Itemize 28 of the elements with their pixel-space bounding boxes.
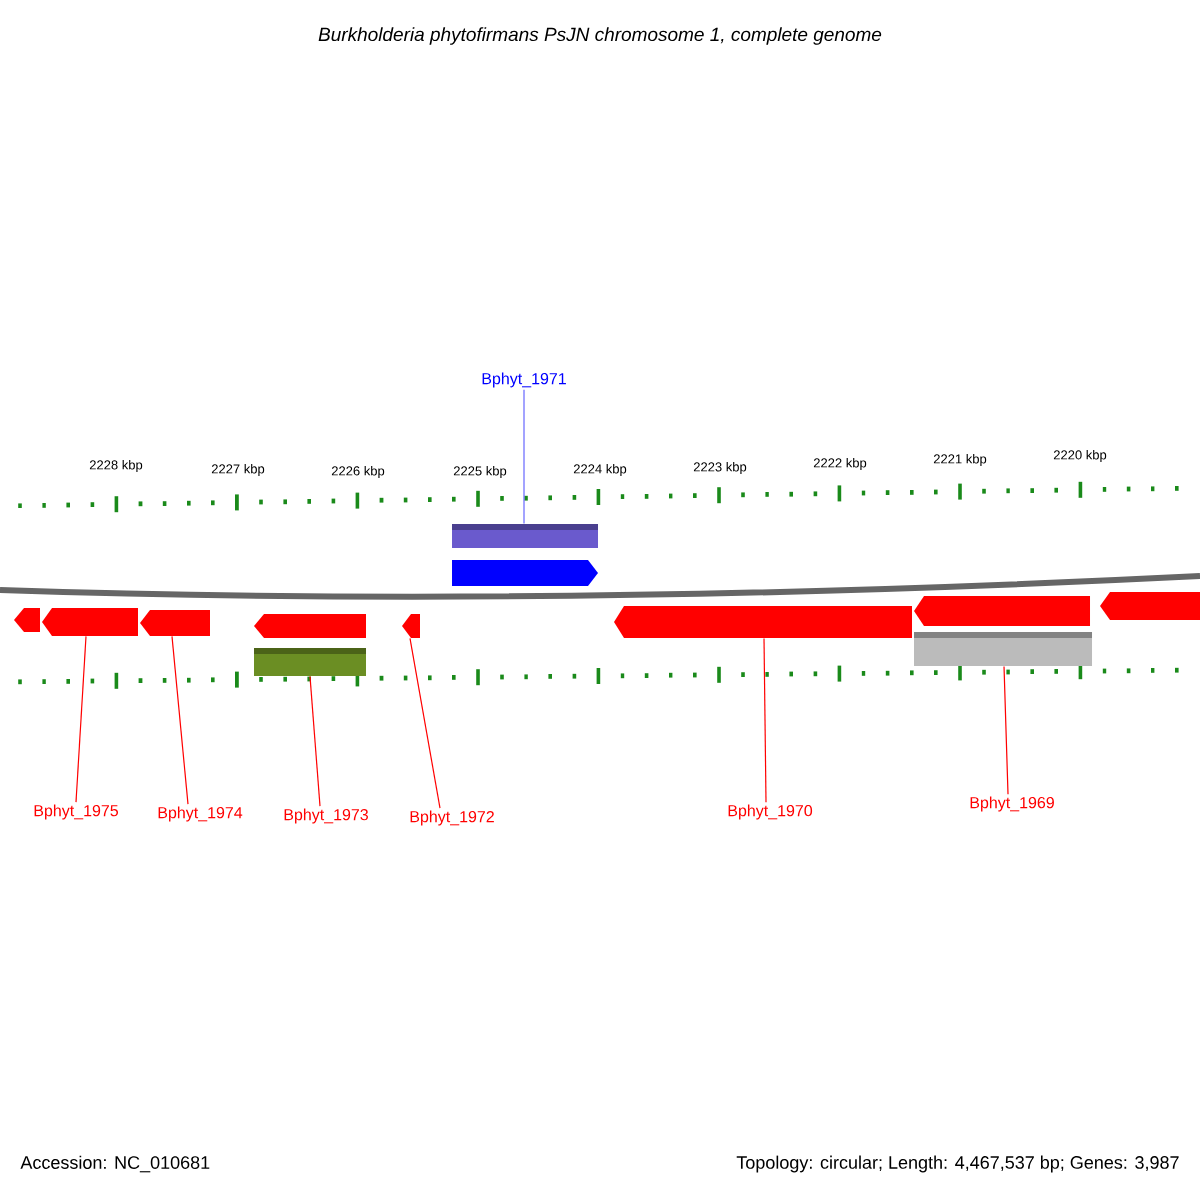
leader-line [523,389,525,525]
accession-note: Accession: NC_010681 [20,1155,210,1173]
gene-label: Bphyt_1971 [482,372,566,388]
feature-bar [254,648,366,676]
leader-line [75,635,87,803]
gene-feature [254,614,366,638]
feature-bar [452,524,598,548]
gene-label: Bphyt_1975 [34,804,118,820]
leader-line [1003,665,1009,795]
gene-label: Bphyt_1972 [410,810,494,826]
title: Burkholderia phytofirmans PsJN chromosome 1, complete genome [318,27,882,45]
leader-line [763,637,767,803]
gene-label: Bphyt_1974 [158,806,243,822]
gene-feature [614,606,912,638]
genome-info-note: Topology: circular; Length: 4,467,537 bp; Genes: 3,987 [736,1155,1179,1173]
gene-label: Bphyt_1969 [970,796,1054,812]
gene-feature [1100,592,1200,620]
gene-label: Bphyt_1973 [284,808,368,824]
gene-feature [14,608,40,632]
leader-line [409,637,441,809]
gene-feature [914,596,1090,626]
gene-feature [452,560,598,586]
feature-bar [914,632,1092,666]
gene-feature [402,614,420,638]
gene-feature [140,610,210,636]
leader-line [171,635,189,805]
gene-label: Bphyt_1970 [728,804,813,820]
leader-line [309,675,321,807]
